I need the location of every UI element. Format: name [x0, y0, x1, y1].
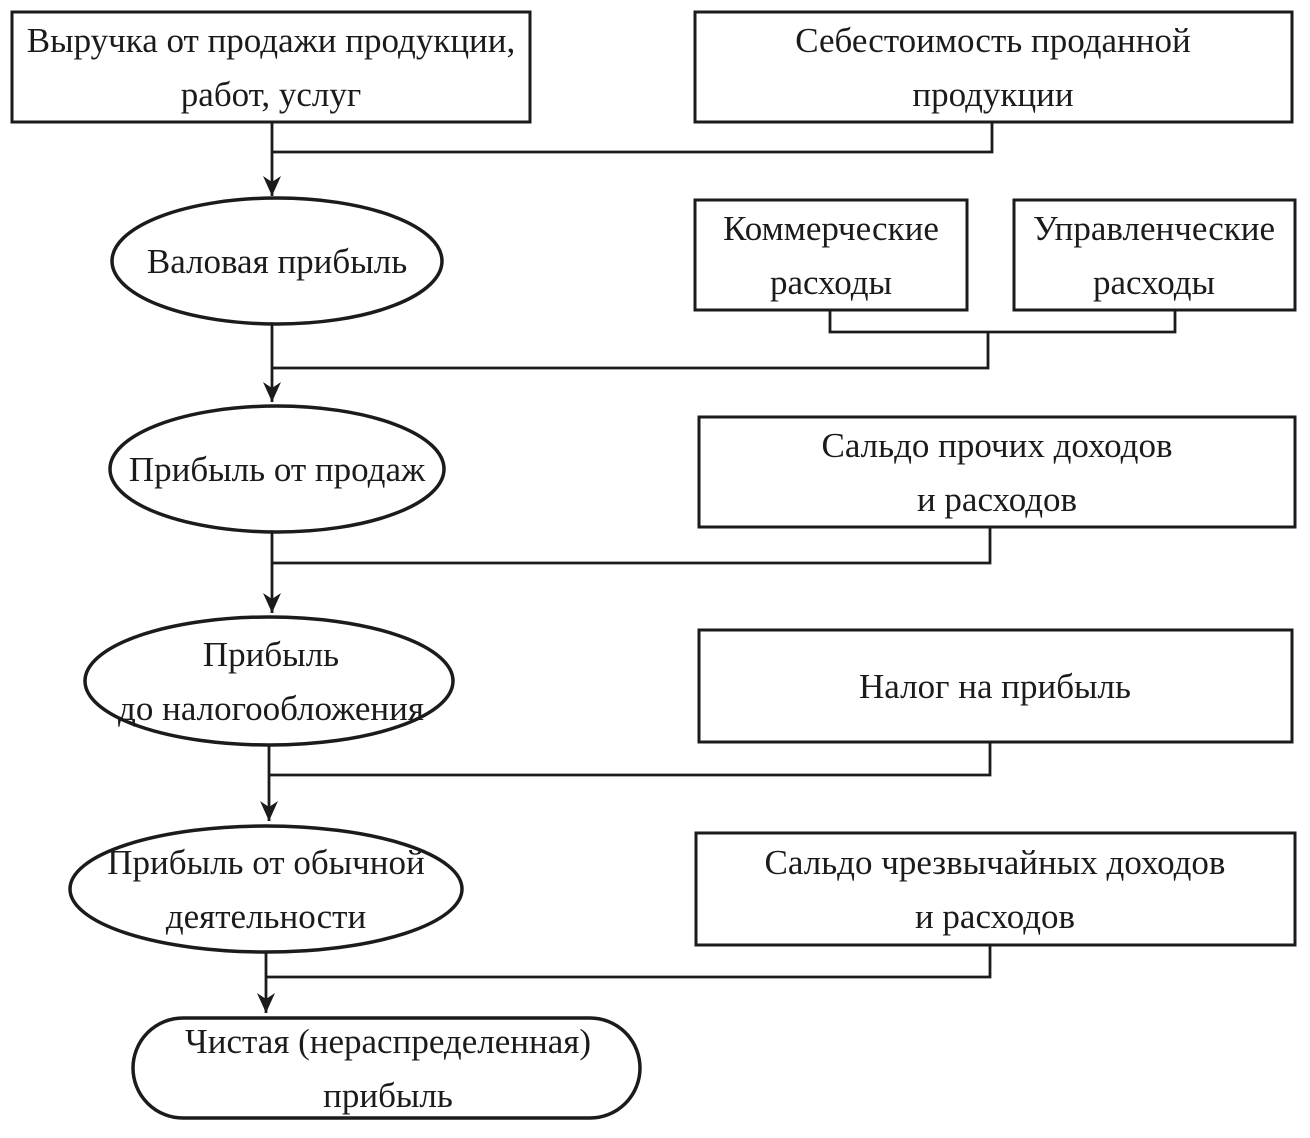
edge-other-balance-to-column — [272, 527, 992, 565]
income-tax-box — [697, 628, 1294, 744]
revenue-label-line2: работ, услуг — [181, 75, 361, 114]
node-income-tax: Налог на прибыль — [697, 628, 1294, 744]
cost-of-goods-label-line2: продукции — [912, 75, 1073, 114]
gross-profit-label: Валовая прибыль — [147, 242, 407, 281]
gross-profit-ellipse — [110, 196, 444, 326]
node-ordinary-activity-profit: Прибыль от обычной деятельности — [68, 824, 464, 954]
edge-cost-to-junction — [272, 122, 994, 154]
sales-profit-label: Прибыль от продаж — [129, 450, 426, 489]
other-balance-label-line2: и расходов — [917, 480, 1077, 519]
management-expenses-label-line1: Управленческие — [1033, 209, 1275, 248]
pretax-profit-label-line2: до налогообложения — [118, 689, 424, 728]
extraordinary-balance-box — [694, 831, 1297, 947]
edge-expenses-to-column — [272, 332, 990, 370]
node-pretax-profit: Прибыль до налогообложения — [83, 615, 455, 747]
net-profit-stadium — [131, 1016, 642, 1120]
management-expenses-label-line2: расходы — [1093, 263, 1215, 302]
cost-of-goods-label-line1: Себестоимость проданной — [795, 21, 1190, 60]
node-other-income-expense-balance: Сальдо прочих доходов и расходов — [697, 415, 1297, 529]
extraordinary-balance-label-line2: и расходов — [915, 897, 1075, 936]
net-profit-label-line2: прибыль — [323, 1076, 453, 1115]
edge-income-tax-to-column — [269, 742, 992, 777]
revenue-box — [10, 10, 532, 124]
management-expenses-box — [1012, 198, 1297, 312]
sales-profit-ellipse — [108, 404, 446, 534]
edges-layer — [257, 122, 1177, 1013]
ordinary-profit-ellipse — [68, 824, 464, 954]
node-management-expenses: Управленческие расходы — [1012, 198, 1297, 312]
cost-of-goods-box — [693, 10, 1294, 124]
income-tax-label: Налог на прибыль — [859, 667, 1131, 706]
ordinary-profit-label-line1: Прибыль от обычной — [107, 843, 424, 882]
pretax-profit-label-line1: Прибыль — [203, 635, 339, 674]
node-revenue: Выручка от продажи продукции, работ, усл… — [10, 10, 532, 124]
node-commercial-expenses: Коммерческие расходы — [693, 198, 969, 312]
commercial-expenses-label-line2: расходы — [770, 263, 892, 302]
net-profit-label-line1: Чистая (нераспределенная) — [185, 1022, 591, 1061]
edge-extraordinary-to-column — [266, 945, 992, 979]
other-balance-label-line1: Сальдо прочих доходов — [821, 426, 1172, 465]
node-net-profit: Чистая (нераспределенная) прибыль — [131, 1016, 642, 1120]
ordinary-profit-label-line2: деятельности — [166, 897, 366, 936]
node-gross-profit: Валовая прибыль — [110, 196, 444, 326]
commercial-expenses-box — [693, 198, 969, 312]
node-cost-of-goods: Себестоимость проданной продукции — [693, 10, 1294, 124]
other-balance-box — [697, 415, 1297, 529]
commercial-expenses-label-line1: Коммерческие — [723, 209, 939, 248]
edge-expenses-junction — [828, 310, 1177, 334]
extraordinary-balance-label-line1: Сальдо чрезвычайных доходов — [765, 843, 1226, 882]
node-extraordinary-income-expense-balance: Сальдо чрезвычайных доходов и расходов — [694, 831, 1297, 947]
revenue-label-line1: Выручка от продажи продукции, — [27, 21, 516, 60]
node-sales-profit: Прибыль от продаж — [108, 404, 446, 534]
pretax-profit-ellipse — [83, 615, 455, 747]
